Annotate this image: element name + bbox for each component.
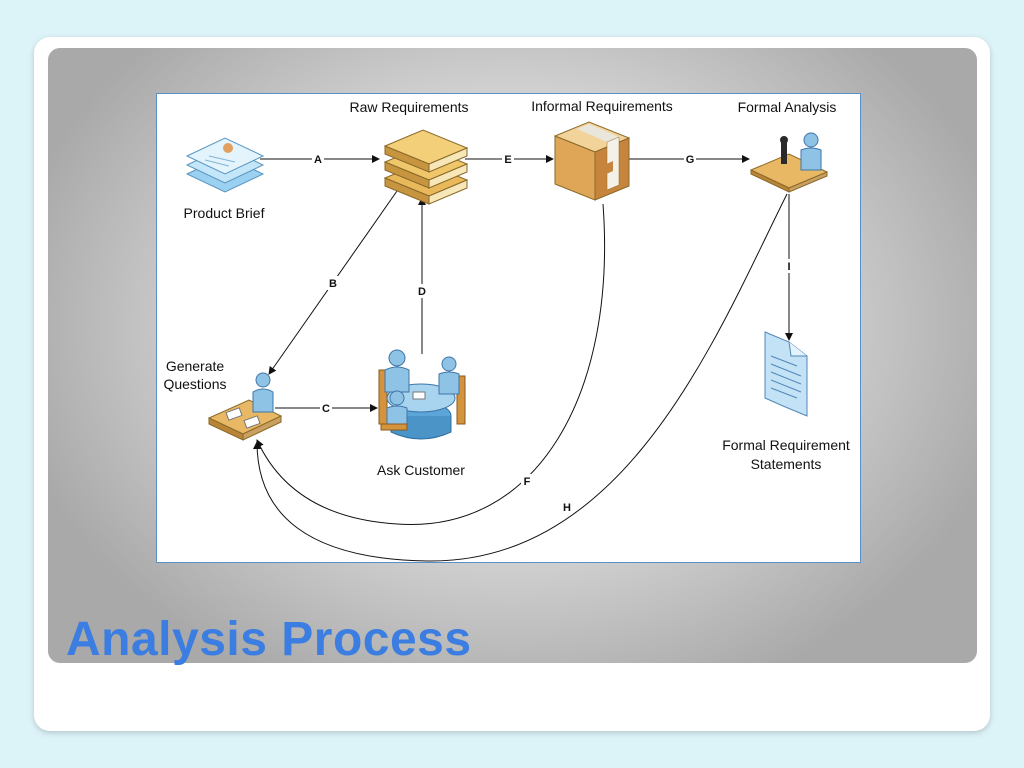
edge-c: C	[275, 401, 378, 415]
edge-label-g: G	[686, 154, 695, 166]
edge-a: A	[260, 152, 380, 166]
edge-label-h: H	[563, 502, 571, 514]
slide-title: Analysis Process	[66, 613, 472, 666]
analyst-microscope-icon	[749, 132, 829, 193]
node-label-generate-questions-1: Generate	[166, 358, 225, 374]
edge-label-c: C	[322, 403, 330, 415]
edge-i: I	[783, 194, 795, 341]
edge-f: F	[256, 203, 606, 525]
edge-label-f: F	[524, 476, 531, 488]
edge-h: H	[253, 193, 788, 562]
node-label-ask-customer: Ask Customer	[377, 462, 465, 478]
edge-label-e: E	[504, 154, 511, 166]
edge-label-d: D	[418, 286, 426, 298]
edge-g: G	[629, 152, 750, 166]
person-at-desk-icon	[207, 372, 283, 441]
edge-d: D	[415, 197, 429, 354]
diagram-canvas: A E G B C D F	[163, 98, 850, 562]
node-label-informal-requirements: Informal Requirements	[531, 98, 673, 114]
meeting-table-icon	[378, 349, 466, 440]
book-stack-icon	[383, 129, 469, 205]
document-icon	[764, 331, 808, 417]
document-stack-icon	[185, 137, 265, 193]
edge-label-b: B	[329, 278, 337, 290]
node-label-product-brief: Product Brief	[184, 205, 265, 221]
package-box-icon	[553, 121, 631, 201]
edge-e: E	[465, 152, 554, 166]
node-label-formal-analysis: Formal Analysis	[738, 99, 837, 115]
edge-b: B	[268, 190, 398, 375]
edge-label-i: I	[787, 261, 790, 273]
node-label-formal-statements-1: Formal Requirement	[722, 437, 850, 453]
node-label-generate-questions-2: Questions	[163, 376, 226, 392]
node-label-formal-statements-2: Statements	[751, 456, 822, 472]
edge-label-a: A	[314, 154, 322, 166]
process-diagram: A E G B C D F	[156, 93, 861, 563]
node-label-raw-requirements: Raw Requirements	[349, 99, 468, 115]
